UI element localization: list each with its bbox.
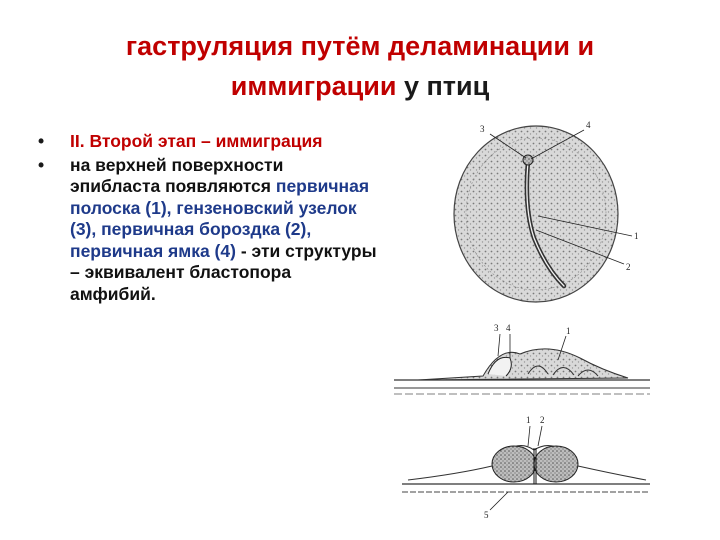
leader-bottom-5	[489, 491, 509, 511]
leader-line-1	[537, 215, 633, 237]
leader-bottom-2	[537, 425, 543, 447]
label-bottom-5: 5	[484, 510, 489, 520]
node-fold	[487, 356, 512, 377]
label-mid-4: 4	[506, 323, 511, 333]
primitive-groove	[526, 161, 565, 287]
leader-line-2	[535, 229, 625, 265]
label-bottom-1: 1	[526, 415, 531, 425]
disc-inner-ring	[465, 137, 607, 291]
streak-section	[417, 348, 629, 381]
primitive-groove-section	[533, 448, 537, 484]
bullet-item-2: • на верхней поверхности эпибласта появл…	[38, 155, 378, 306]
label-1: 1	[634, 231, 639, 241]
embryo-illustration: 3 4 1 2 3 4 1	[394, 120, 650, 520]
slide-title: гаструляция путём деламинации и иммиграц…	[40, 26, 680, 106]
label-mid-1: 1	[566, 326, 571, 336]
label-mid-3: 3	[494, 323, 499, 333]
leader-line-3	[489, 133, 527, 159]
label-3: 3	[480, 124, 485, 134]
bullet-item-1: • II. Второй этап – иммиграция	[38, 131, 378, 153]
disc-outline	[453, 125, 619, 303]
label-bottom-2: 2	[540, 415, 545, 425]
migrating-cells	[527, 365, 599, 377]
embryo-figure: 3 4 1 2 3 4 1	[388, 118, 658, 528]
blastoderm-disc-view: 3 4 1 2	[453, 120, 639, 303]
title-tail-text: у птиц	[396, 71, 490, 101]
leader-mid-1	[557, 335, 567, 361]
bullet-2-intro-text: на верхней поверхности эпибласта появляю…	[70, 154, 284, 197]
left-ridge	[491, 445, 537, 483]
hensen-node	[522, 154, 534, 166]
leader-mid-3	[497, 333, 501, 357]
bullet-marker: •	[38, 154, 45, 175]
right-ridge	[533, 445, 579, 483]
bullet-2-structures-text: первичная полоска (1), гензеновский узел…	[70, 176, 370, 261]
title-main-text: гаструляция путём деламинации и иммиграц…	[125, 31, 595, 101]
label-4: 4	[586, 120, 591, 130]
bullet-list: • II. Второй этап – иммиграция • на верх…	[38, 131, 378, 307]
leader-line-4	[530, 129, 585, 160]
bullet-marker: •	[38, 131, 45, 151]
bullet-2-conclusion-text: - эти структуры – эквивалент бластопора …	[70, 240, 377, 304]
leader-bottom-1	[527, 425, 531, 447]
label-2: 2	[626, 262, 631, 272]
longitudinal-section: 3 4 1	[394, 323, 650, 395]
bullet-1-text: II. Второй этап – иммиграция	[70, 131, 323, 151]
transverse-section: 1 2 5	[402, 415, 650, 520]
